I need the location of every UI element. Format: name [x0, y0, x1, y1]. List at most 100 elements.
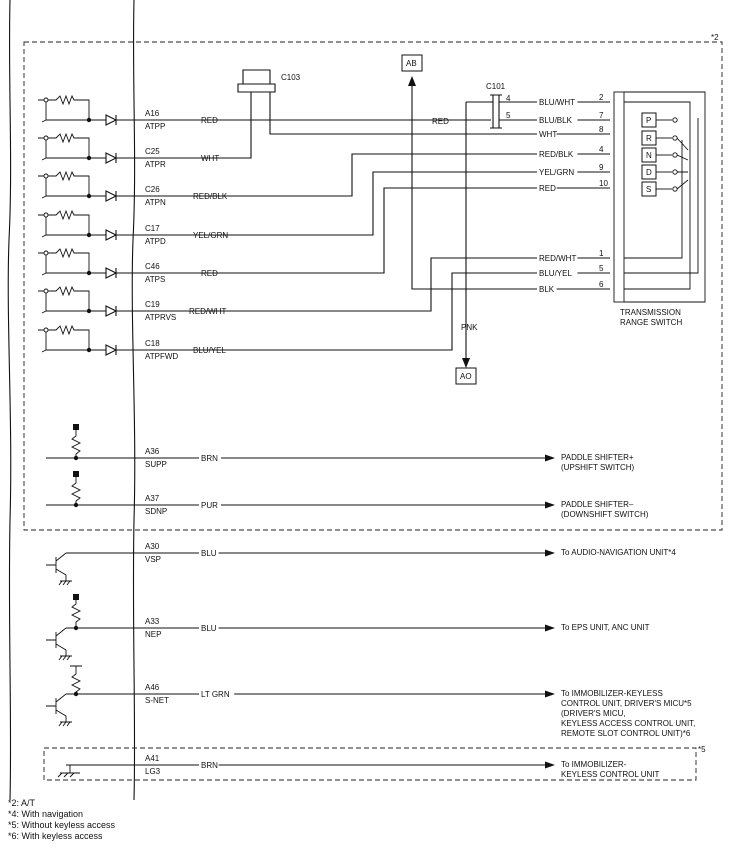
note-ref-2: *2	[711, 33, 719, 42]
c101-connector	[490, 94, 502, 129]
range-switch-label-2: RANGE SWITCH	[620, 318, 682, 327]
wire-color-nep: BLU	[201, 624, 217, 633]
signal-atps: ATPS	[145, 275, 165, 284]
switch-wipers	[676, 137, 689, 190]
wire-color-supp: BRN	[201, 454, 218, 463]
c103-label: C103	[281, 73, 301, 82]
ab-box	[401, 54, 423, 72]
signal-vsp: VSP	[145, 555, 161, 564]
switch-wire-color-2: BLU/WHT	[539, 98, 575, 107]
switch-pin-10: 10	[599, 179, 608, 188]
dest-s-net-5: REMOTE SLOT CONTROL UNIT)*6	[561, 729, 691, 738]
signal-atpd: ATPD	[145, 237, 166, 246]
signal-atprvs: ATPRVS	[145, 313, 176, 322]
pin-a16: A16	[145, 109, 160, 118]
switch-pin-7: 7	[599, 111, 604, 120]
c103-connector	[237, 69, 276, 93]
pin-c25: C25	[145, 147, 160, 156]
wire-atpd	[134, 171, 610, 236]
switch-wire-color-7: BLU/BLK	[539, 116, 573, 125]
wire-color-sdnp: PUR	[201, 501, 218, 510]
dest-sdnp-1: PADDLE SHIFTER–	[561, 500, 634, 509]
wire-color-atpfwd: BLU/YEL	[193, 346, 226, 355]
wire-color-atpd: YEL/GRN	[193, 231, 228, 240]
pin-a37: A37	[145, 494, 160, 503]
pin-c18: C18	[145, 339, 160, 348]
switch-wire-5: BLU/YEL 5	[537, 264, 604, 278]
dest-s-net-3: (DRIVER'S MICU,	[561, 709, 626, 718]
dest-s-net-4: KEYLESS ACCESS CONTROL UNIT,	[561, 719, 695, 728]
position-s: S	[641, 181, 678, 197]
wire-color-s-net: LT GRN	[201, 690, 230, 699]
dest-lg3-2: KEYLESS CONTROL UNIT	[561, 770, 660, 779]
wire-atprvs	[134, 257, 610, 312]
footnote-6: *6: With keyless access	[8, 831, 103, 841]
switch-wire-color-9: YEL/GRN	[539, 168, 574, 177]
switch-wire-color-5: BLU/YEL	[539, 269, 572, 278]
signal-s-net: S-NET	[145, 696, 169, 705]
range-switch-frame	[624, 91, 706, 303]
position-label-r: R	[646, 134, 652, 143]
switch-pin-5: 5	[599, 264, 604, 273]
dest-sdnp-2: (DOWNSHIFT SWITCH)	[561, 510, 649, 519]
wire-color-atpr: WHT	[201, 154, 219, 163]
unit-left-edge	[7, 0, 12, 800]
switch-pin-9: 9	[599, 163, 604, 172]
range-switch-body	[613, 91, 625, 303]
position-r: R	[641, 130, 678, 146]
wire-atps	[134, 187, 610, 274]
ao-label: AO	[460, 372, 472, 381]
wire-c103-wht	[269, 92, 610, 135]
switch-pin-8: 8	[599, 125, 604, 134]
wiring-diagram: *2 *5 C103 C101 4 5 AB AO PNK TRANSMISSI…	[7, 0, 723, 800]
wire-color-atps: RED	[201, 269, 218, 278]
keyless-dashed-region	[43, 747, 697, 781]
wire-color-vsp: BLU	[201, 549, 217, 558]
switch-common-a	[624, 101, 691, 290]
dest-s-net-2: CONTROL UNIT, DRIVER'S MICU*5	[561, 699, 692, 708]
unit-right-edge	[131, 0, 136, 800]
wire-atpr	[134, 92, 252, 159]
switch-pin-1: 1	[599, 249, 604, 258]
dest-nep-1: To EPS UNIT, ANC UNIT	[561, 623, 650, 632]
at-dashed-region	[23, 41, 723, 531]
c101-pin-4: 4	[506, 94, 511, 103]
signal-atpfwd: ATPFWD	[145, 352, 178, 361]
range-switch-label-1: TRANSMISSION	[620, 308, 681, 317]
ab-arrow	[408, 76, 416, 86]
c101-pin-5: 5	[506, 111, 511, 120]
signal-nep: NEP	[145, 630, 161, 639]
footnote-5: *5: Without keyless access	[8, 820, 116, 830]
switch-wire-color-8: WHT	[539, 130, 557, 139]
signal-atpn: ATPN	[145, 198, 166, 207]
position-label-p: P	[646, 116, 651, 125]
wire-color-red-mid: RED	[432, 117, 449, 126]
switch-wire-color-6: BLK	[539, 285, 555, 294]
pin-c19: C19	[145, 300, 160, 309]
wire-color-atprvs: RED/WHT	[189, 307, 226, 316]
switch-wire-8: WHT 8	[537, 125, 604, 139]
dest-supp-1: PADDLE SHIFTER+	[561, 453, 634, 462]
ao-arrow	[462, 358, 470, 368]
pnk-label: PNK	[461, 323, 478, 332]
position-label-d: D	[646, 168, 652, 177]
pin-a41: A41	[145, 754, 160, 763]
wire-color-lg3: BRN	[201, 761, 218, 770]
ab-label: AB	[406, 59, 417, 68]
footnote-4: *4: With navigation	[8, 809, 84, 819]
